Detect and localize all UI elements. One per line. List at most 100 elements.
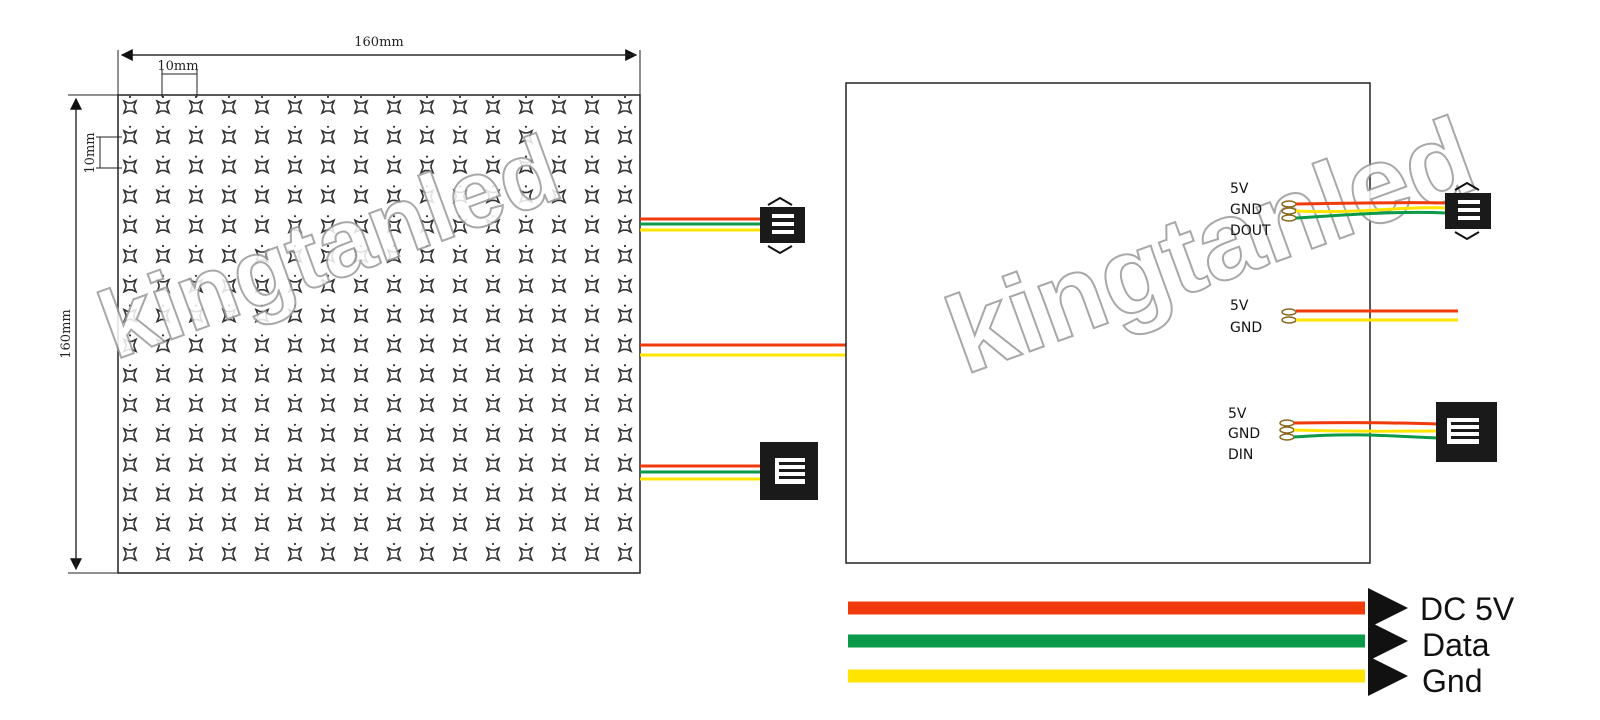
- led-pixel: [287, 244, 303, 264]
- led-pixel: [254, 393, 270, 413]
- led-pixel: [353, 483, 369, 503]
- back-power-port: 5V GND: [1230, 298, 1458, 336]
- led-pixel: [287, 483, 303, 503]
- led-pixel: [551, 125, 567, 145]
- led-pixel: [155, 334, 171, 354]
- led-pixel: [518, 125, 534, 145]
- led-pixel: [551, 95, 567, 115]
- led-pixel: [518, 513, 534, 532]
- led-pixel: [221, 483, 237, 503]
- led-pixel: [287, 304, 303, 324]
- led-pixel: [188, 274, 204, 294]
- width-label: 160mm: [354, 35, 403, 50]
- led-pixel: [452, 423, 468, 443]
- led-pixel: [584, 542, 600, 562]
- led-pixel: [617, 155, 633, 175]
- led-grid: [122, 95, 633, 562]
- led-pixel: [353, 215, 369, 234]
- led-pixel: [551, 453, 567, 473]
- led-pixel: [254, 215, 270, 234]
- led-pixel: [287, 423, 303, 443]
- led-pixel: [254, 542, 270, 562]
- led-pixel: [419, 125, 435, 145]
- led-pixel: [518, 453, 534, 473]
- led-pixel: [353, 244, 369, 264]
- led-pixel: [551, 393, 567, 413]
- led-pixel: [221, 125, 237, 145]
- led-pixel: [518, 274, 534, 294]
- led-pixel: [485, 453, 501, 473]
- led-pixel: [155, 185, 171, 205]
- led-pixel: [221, 274, 237, 294]
- led-pixel: [122, 95, 138, 115]
- led-pixel: [287, 125, 303, 145]
- led-pixel: [188, 95, 204, 115]
- led-pixel: [386, 274, 402, 294]
- led-pixel: [518, 423, 534, 443]
- led-pixel: [452, 483, 468, 503]
- led-pixel: [485, 423, 501, 443]
- led-pixel: [353, 95, 369, 115]
- led-pixel: [155, 244, 171, 264]
- pitch-vertical-label: 10mm: [83, 132, 98, 173]
- led-pixel: [320, 244, 336, 264]
- led-pixel: [485, 244, 501, 264]
- led-pixel: [419, 185, 435, 205]
- led-pixel: [353, 364, 369, 383]
- led-pixel: [386, 483, 402, 503]
- led-pixel: [353, 393, 369, 413]
- led-pixel: [617, 483, 633, 503]
- led-pixel: [254, 185, 270, 205]
- led-pixel: [122, 453, 138, 473]
- led-pixel: [617, 393, 633, 413]
- led-pixel: [155, 453, 171, 473]
- led-pixel: [485, 483, 501, 503]
- led-pixel: [518, 304, 534, 324]
- led-pixel: [584, 155, 600, 175]
- led-pixel: [617, 453, 633, 473]
- led-pixel: [485, 185, 501, 205]
- led-pixel: [221, 453, 237, 473]
- pitch-horizontal-label: 10mm: [157, 59, 198, 74]
- led-pixel: [155, 423, 171, 443]
- led-pixel: [254, 244, 270, 264]
- led-pixel: [386, 334, 402, 354]
- led-pixel: [518, 244, 534, 264]
- led-pixel: [320, 483, 336, 503]
- led-pixel: [551, 185, 567, 205]
- back-view: kingtanled 5V GND DOUT 5V GND: [845, 82, 1497, 564]
- led-pixel: [254, 453, 270, 473]
- front-view: 160mm 10mm 160mm 10mm kingtanled: [59, 35, 848, 574]
- input-pin-5v: 5V: [1228, 406, 1247, 422]
- led-pixel: [221, 334, 237, 354]
- led-pixel: [617, 423, 633, 443]
- led-pixel: [518, 542, 534, 562]
- led-pixel: [485, 155, 501, 175]
- led-pixel: [452, 274, 468, 294]
- led-pixel: [419, 95, 435, 115]
- led-pixel: [353, 513, 369, 532]
- led-pixel: [188, 215, 204, 234]
- led-pixel: [221, 423, 237, 443]
- led-pixel: [221, 155, 237, 175]
- led-pixel: [518, 364, 534, 383]
- led-pixel: [386, 393, 402, 413]
- led-pixel: [584, 244, 600, 264]
- led-pixel: [188, 125, 204, 145]
- led-pixel: [617, 542, 633, 562]
- led-pixel: [419, 155, 435, 175]
- led-pixel: [386, 304, 402, 324]
- led-pixel: [155, 125, 171, 145]
- led-pixel: [452, 364, 468, 383]
- legend-label-dc5v: DC 5V: [1420, 591, 1515, 627]
- led-pixel: [386, 453, 402, 473]
- led-pixel: [188, 542, 204, 562]
- led-pixel: [221, 304, 237, 324]
- width-dimension: 160mm: [117, 35, 641, 95]
- led-pixel: [485, 215, 501, 234]
- led-pixel: [551, 215, 567, 234]
- led-pixel: [452, 95, 468, 115]
- led-pixel: [155, 155, 171, 175]
- led-pixel: [584, 453, 600, 473]
- led-pixel: [155, 274, 171, 294]
